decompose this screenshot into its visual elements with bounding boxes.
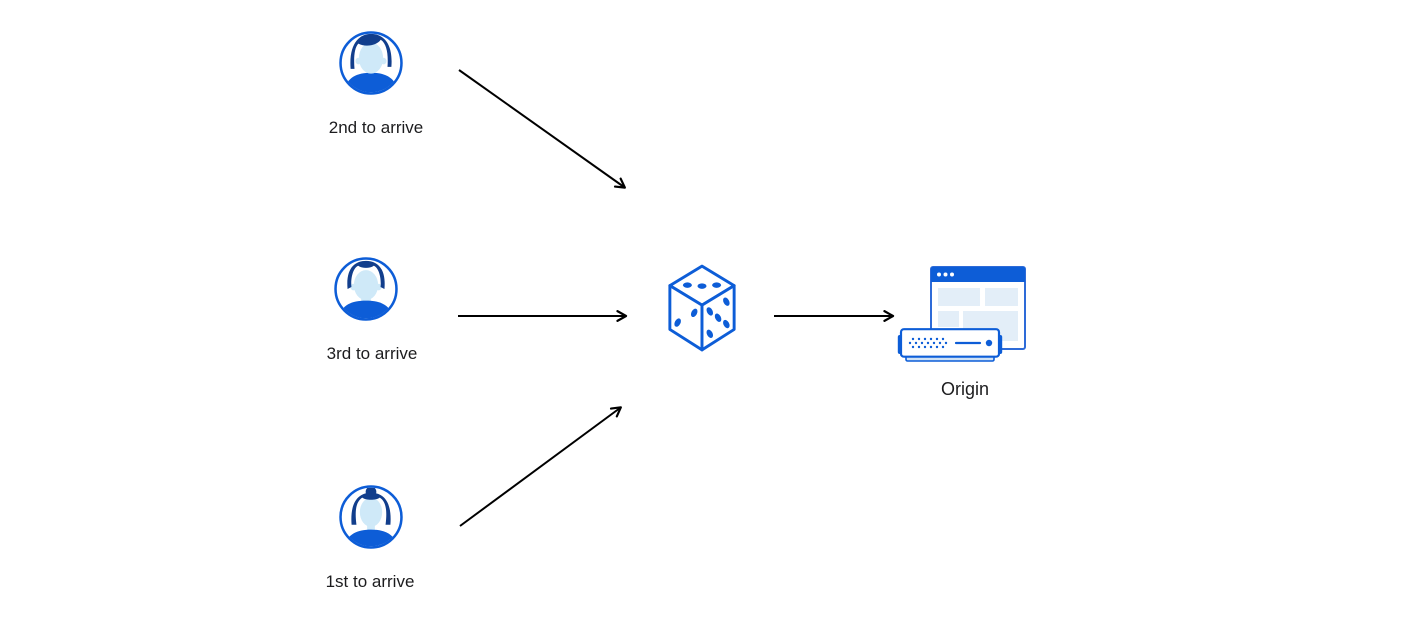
user-node-middle: 3rd to arrive xyxy=(327,256,417,363)
origin-label: Origin xyxy=(940,379,990,399)
user-node-top: 2nd to arrive xyxy=(329,30,423,137)
user-avatar-woman-bun-icon xyxy=(339,485,403,549)
user-label-top: 2nd to arrive xyxy=(328,118,424,137)
user-label-middle: 3rd to arrive xyxy=(326,344,418,363)
user-label-bottom: 1st to arrive xyxy=(325,572,415,591)
arrow-user-top-to-dice xyxy=(458,69,626,189)
dice-icon xyxy=(668,264,736,352)
user-avatar-man-short-hair-icon xyxy=(334,257,398,321)
user-node-bottom: 1st to arrive xyxy=(326,484,414,591)
origin-server-icon xyxy=(897,328,1003,362)
arrow-user-bottom-to-dice xyxy=(459,406,622,527)
user-avatar-man-swept-hair-icon xyxy=(339,31,403,95)
origin-node: Origin xyxy=(890,260,1040,405)
